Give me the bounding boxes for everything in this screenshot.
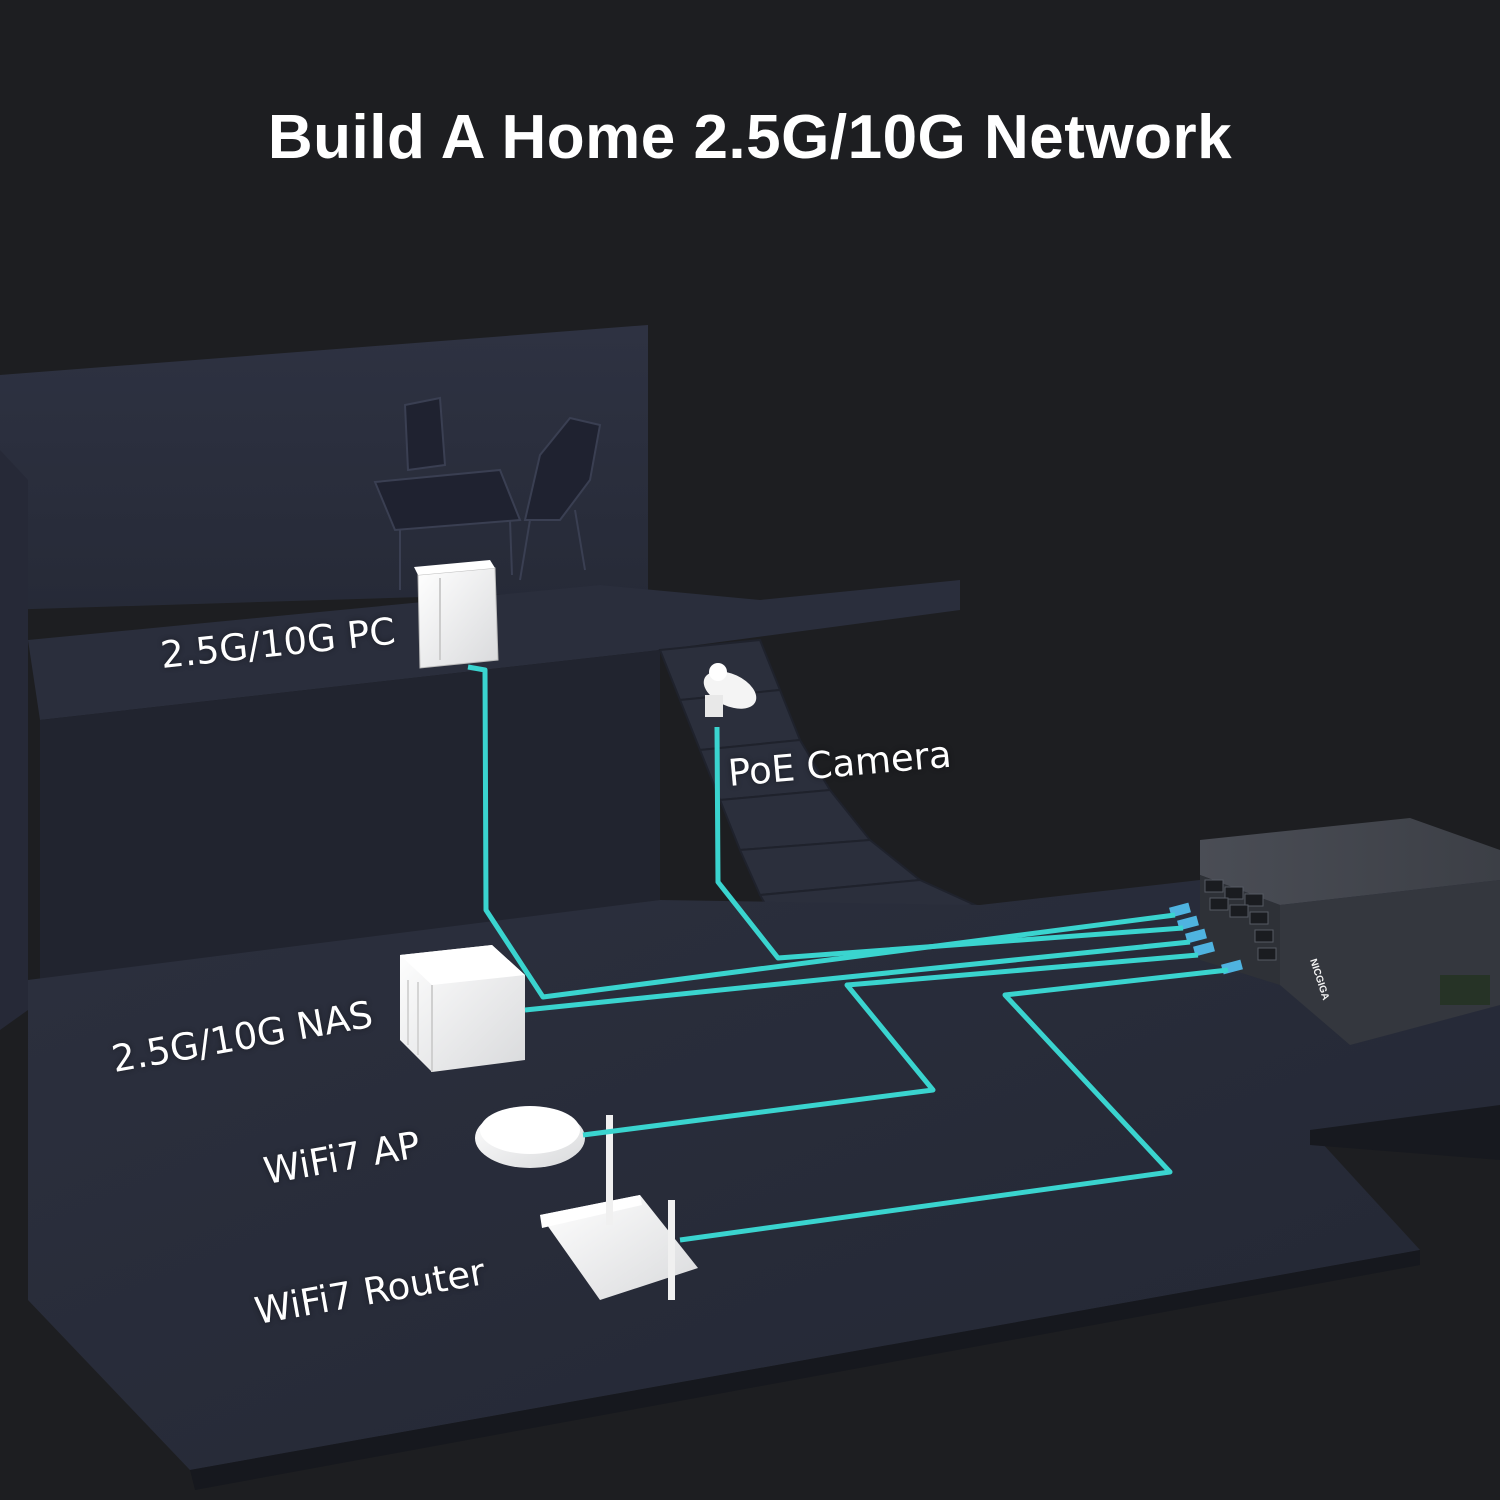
poe-camera-icon (703, 663, 757, 717)
left-wall (0, 450, 28, 1030)
wifi7-ap-icon (475, 1106, 585, 1168)
main-floor (28, 860, 1500, 1470)
page-title: Build A Home 2.5G/10G Network (267, 103, 1233, 172)
floor-edge (190, 1250, 1420, 1490)
cable-nas (524, 939, 1191, 1013)
desk-silhouette (373, 396, 602, 590)
cable-ap (582, 952, 1199, 1138)
cable-router (679, 967, 1229, 1243)
cable-camera (714, 726, 1184, 961)
wifi7-router-icon (540, 1115, 698, 1300)
back-wall (0, 325, 648, 610)
nas-icon (400, 945, 525, 1072)
upper-platform-face (40, 650, 660, 980)
network-switch-icon: NICGIGA (1169, 818, 1500, 1045)
floor-edge-right (1310, 1105, 1500, 1160)
network-cables (467, 664, 1229, 1243)
pc-tower-icon (414, 560, 499, 669)
staircase (658, 638, 979, 932)
cable-pc (467, 664, 1176, 1000)
